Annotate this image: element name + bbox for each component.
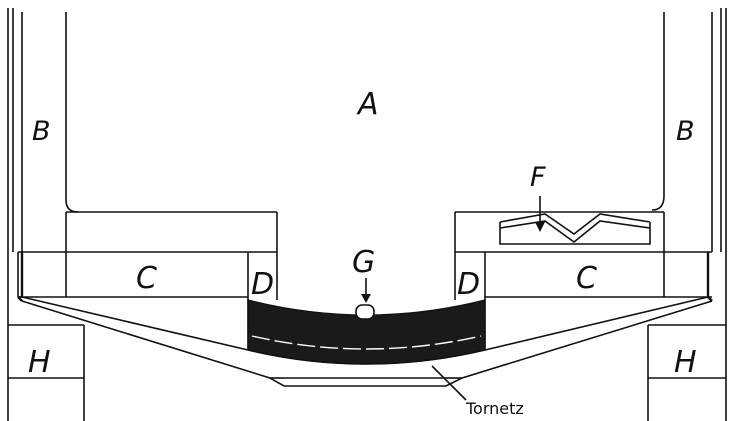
label-b-right: B xyxy=(676,116,695,147)
label-f: F xyxy=(530,162,546,193)
right-leg xyxy=(647,324,726,421)
bottom-tray xyxy=(18,296,713,387)
g-nozzle xyxy=(355,278,375,320)
left-wall xyxy=(7,8,79,421)
label-h-left: H xyxy=(28,345,51,380)
label-d-right: D xyxy=(457,267,480,302)
label-g: G xyxy=(352,245,375,280)
label-a: A xyxy=(356,87,379,122)
right-upper-block xyxy=(454,211,665,297)
right-c-beam xyxy=(455,251,713,302)
label-h-right: H xyxy=(674,345,697,380)
tornetz-leader xyxy=(431,365,467,401)
label-tornetz: Tornetz xyxy=(465,399,524,418)
f-bracket xyxy=(499,196,651,245)
label-b-left: B xyxy=(32,116,51,147)
left-upper-block xyxy=(65,211,278,297)
label-c-left: C xyxy=(136,261,157,296)
label-d-left: D xyxy=(251,267,274,302)
label-c-right: C xyxy=(576,261,597,296)
basin-lower-line xyxy=(247,349,486,365)
tornetz-white-line xyxy=(251,335,482,350)
right-wall xyxy=(651,8,727,421)
left-leg xyxy=(8,324,85,421)
